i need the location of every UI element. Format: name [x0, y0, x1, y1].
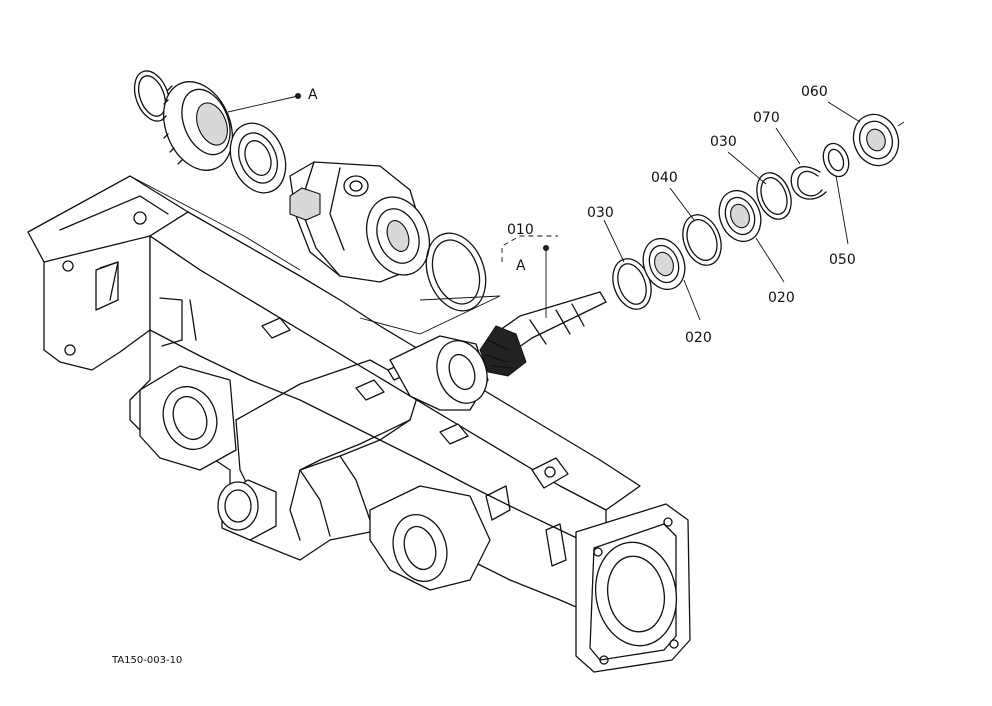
callout-020-upper: 020 [768, 290, 795, 306]
callout-A-sub: A [516, 258, 526, 274]
bearing-stack [612, 113, 905, 310]
subassembly-frame [27, 175, 501, 335]
differential-assembly [133, 70, 487, 312]
pinion-shaft [479, 291, 607, 377]
callout-040: 040 [651, 170, 678, 186]
callout-070: 070 [753, 110, 780, 126]
figure-code: TA150-003-10 [111, 655, 182, 666]
callout-020-lower: 020 [685, 330, 712, 346]
axle-housing [27, 175, 691, 673]
callout-A: A [308, 87, 318, 103]
callout-labels: A 010 A 030 040 030 070 060 020 020 050 … [111, 84, 856, 666]
leader-lines [227, 93, 861, 321]
callout-030-upper: 030 [710, 134, 737, 150]
callout-030-lower: 030 [587, 205, 614, 221]
callout-060: 060 [801, 84, 828, 100]
callout-050: 050 [829, 252, 856, 268]
callout-010: 010 [507, 222, 534, 238]
